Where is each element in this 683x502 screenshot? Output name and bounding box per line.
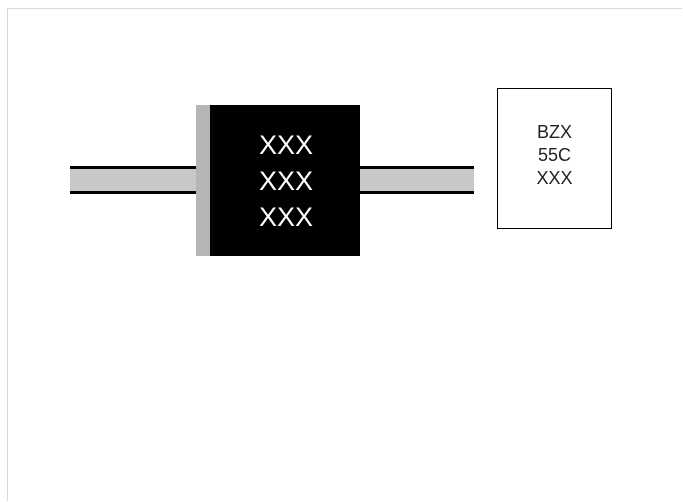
diode-marking: XXX XXX XXX (212, 127, 360, 235)
marking-line-1: XXX (258, 130, 314, 160)
marking-line-2: XXX (258, 166, 314, 196)
cathode-band (196, 105, 212, 256)
marking-legend-box: BZX 55C XXX (497, 88, 612, 229)
legend-line-2: 55C (537, 145, 572, 165)
marking-line-3: XXX (258, 202, 314, 232)
right-lead-wire (359, 166, 474, 194)
legend-line-3: XXX (536, 168, 573, 188)
legend-line-1: BZX (536, 122, 572, 142)
left-lead-wire (70, 166, 196, 194)
marking-legend-text: BZX 55C XXX (498, 121, 611, 190)
diode-body: XXX XXX XXX (196, 105, 360, 256)
